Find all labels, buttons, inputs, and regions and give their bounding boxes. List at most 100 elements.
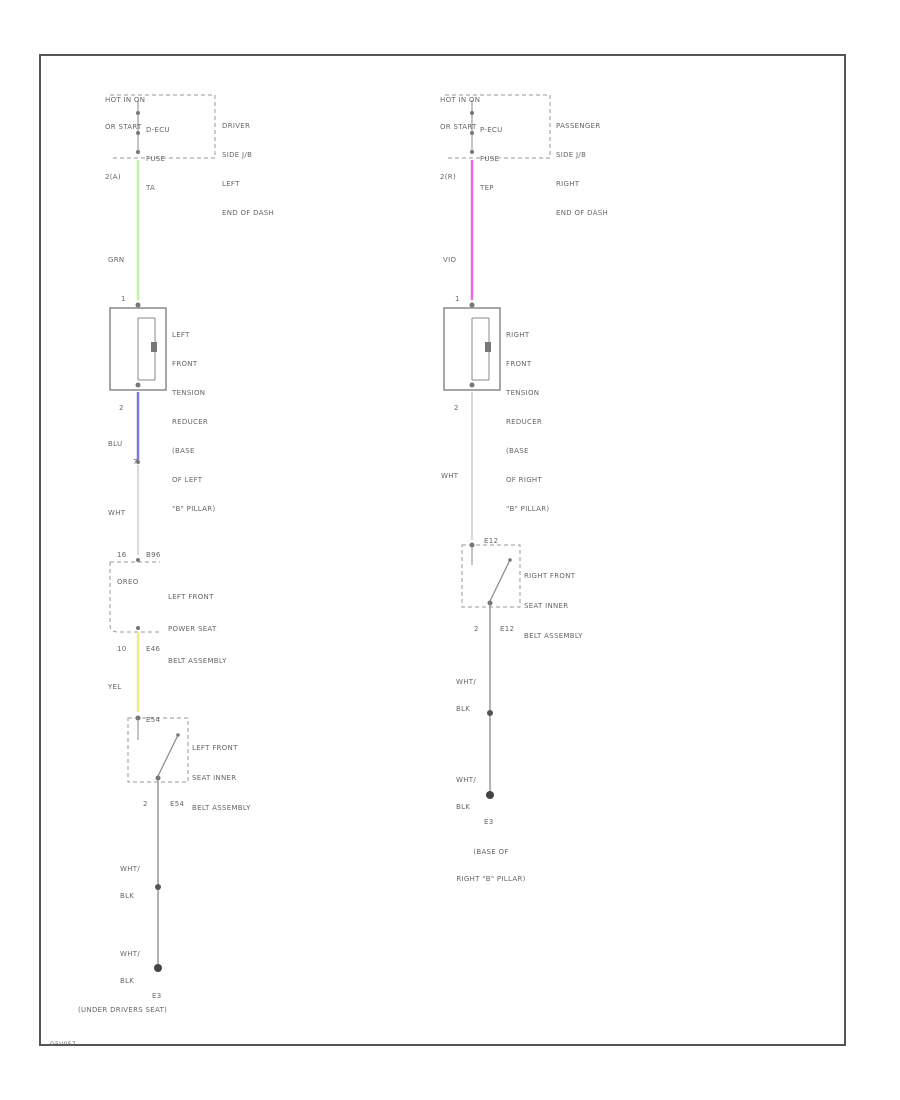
left-pin-top: 2(A): [105, 173, 121, 181]
right-whtblk2-l1: WHT/: [456, 776, 477, 784]
right-wire-whtblk-2-label: WHT/ BLK: [456, 758, 476, 821]
left-fuse-loc-4: END OF DASH: [222, 209, 275, 217]
left-power-line-2: OR START: [105, 123, 142, 131]
left-fuse-amp: TA: [146, 184, 156, 192]
right-fuse-loc-1: PASSENGER: [556, 122, 601, 130]
left-seat-l1: LEFT FRONT: [168, 593, 214, 601]
left-buckle-l3: BELT ASSEMBLY: [192, 804, 251, 812]
right-fuse-word: FUSE: [480, 155, 500, 163]
left-seat-l2: POWER SEAT: [168, 625, 217, 633]
right-fuse-location: PASSENGER SIDE J/B RIGHT END OF DASH: [556, 104, 608, 227]
left-seat-inner-belt: [127, 715, 189, 783]
right-fuse-loc-4: END OF DASH: [556, 209, 609, 217]
right-buckle-label: RIGHT FRONT SEAT INNER BELT ASSEMBLY: [524, 554, 583, 650]
left-power-seat-belt: [109, 558, 160, 633]
left-buckle-label: LEFT FRONT SEAT INNER BELT ASSEMBLY: [192, 726, 251, 822]
left-power-line-1: HOT IN ON: [105, 96, 146, 104]
left-seat-box: OREO: [117, 578, 139, 586]
left-wire-whtblk-1-label: WHT/ BLK: [120, 847, 140, 910]
left-ground-label: (UNDER DRIVERS SEAT): [78, 1006, 168, 1014]
left-fuse-block: [110, 94, 216, 159]
left-whtblk1-l2: BLK: [120, 892, 135, 900]
left-tension-reducer: [109, 302, 167, 391]
left-reducer-l7: "B" PILLAR): [172, 505, 216, 513]
right-power-line-2: OR START: [440, 123, 477, 131]
right-buckle-pin: 2: [474, 625, 479, 633]
right-buckle-conn: E12: [484, 537, 499, 545]
footer-code: G5V057: [50, 1041, 76, 1048]
right-pin-top: 2(R): [440, 173, 456, 181]
right-seat-inner-belt: [461, 542, 521, 608]
right-whtblk1-l2: BLK: [456, 705, 471, 713]
right-whtblk2-l2: BLK: [456, 803, 471, 811]
left-whtblk2-l1: WHT/: [120, 950, 141, 958]
left-wire-yel-label: YEL: [108, 683, 122, 691]
right-fuse-block: [445, 94, 551, 159]
left-fuse-labels: D-ECU FUSE TA: [146, 108, 170, 202]
right-reducer-label: RIGHT FRONT TENSION REDUCER (BASE OF RIG…: [506, 313, 549, 523]
right-reducer-l7: "B" PILLAR): [506, 505, 550, 513]
right-wire-wht-label: WHT: [441, 472, 459, 480]
left-power-source: HOT IN ON OR START: [105, 78, 145, 141]
left-fuse-loc-1: DRIVER: [222, 122, 251, 130]
left-fuse-loc-3: LEFT: [222, 180, 240, 188]
left-seat-label: LEFT FRONT POWER SEAT BELT ASSEMBLY: [168, 575, 227, 675]
right-ground-label: (BASE OF RIGHT "B" PILLAR): [436, 830, 546, 893]
right-reducer-l5: (BASE: [506, 447, 529, 455]
left-wire-blu-label: BLU: [108, 440, 123, 448]
left-seat-conn: B96: [146, 551, 161, 559]
left-buckle-l1: LEFT FRONT: [192, 744, 238, 752]
left-whtblk1-l1: WHT/: [120, 865, 141, 873]
left-seat-pin-b: 10: [117, 645, 127, 653]
right-fuse-labels: P-ECU FUSE TEP: [480, 108, 503, 202]
right-fuse-box-name: P-ECU: [480, 126, 503, 134]
right-whtblk1-l1: WHT/: [456, 678, 477, 686]
left-seat-pin-a: 16: [117, 551, 127, 559]
left-buckle-conn: E54: [146, 716, 161, 724]
left-buckle-l2: SEAT INNER: [192, 774, 237, 782]
right-power-line-1: HOT IN ON: [440, 96, 481, 104]
left-reducer-l6: OF LEFT: [172, 476, 203, 484]
right-wire-vio-label: VIO: [443, 256, 457, 264]
right-tension-reducer: [443, 302, 501, 391]
right-reducer-pin2: 2: [454, 404, 459, 412]
right-ground-l1: (BASE OF: [473, 848, 509, 856]
left-reducer-l5: (BASE: [172, 447, 195, 455]
right-fuse-loc-3: RIGHT: [556, 180, 580, 188]
right-reducer-l2: FRONT: [506, 360, 532, 368]
left-reducer-l2: FRONT: [172, 360, 198, 368]
left-reducer-l3: TENSION: [172, 389, 206, 397]
right-reducer-pin1: 1: [455, 295, 460, 303]
left-fuse-location: DRIVER SIDE J/B LEFT END OF DASH: [222, 104, 274, 227]
left-wire-wht-label: WHT: [108, 509, 126, 517]
left-splice-dot: [155, 884, 161, 890]
right-buckle-l3: BELT ASSEMBLY: [524, 632, 583, 640]
right-power-source: HOT IN ON OR START: [440, 78, 480, 141]
left-pin-mid: 7: [133, 458, 138, 466]
left-whtblk2-l2: BLK: [120, 977, 135, 985]
right-splice-dot: [487, 710, 493, 716]
diagram-frame: [39, 54, 846, 1046]
left-reducer-l4: REDUCER: [172, 418, 209, 426]
left-buckle-conn-b: E54: [170, 800, 185, 808]
left-wire-whtblk-2-label: WHT/ BLK: [120, 932, 140, 995]
right-wire-whtblk-1-label: WHT/ BLK: [456, 660, 476, 723]
left-ground-id: E3: [152, 992, 162, 1000]
left-fuse-loc-2: SIDE J/B: [222, 151, 253, 159]
right-buckle-l2: SEAT INNER: [524, 602, 569, 610]
left-reducer-pin1: 1: [121, 295, 126, 303]
left-fuse-box-name: D-ECU: [146, 126, 170, 134]
right-reducer-l4: REDUCER: [506, 418, 543, 426]
left-reducer-l1: LEFT: [172, 331, 190, 339]
right-ground-icon: [486, 791, 494, 799]
left-fuse-word: FUSE: [146, 155, 166, 163]
left-ground-icon: [154, 964, 162, 972]
left-reducer-pin2: 2: [119, 404, 124, 412]
right-reducer-l1: RIGHT: [506, 331, 530, 339]
right-ground-l2: RIGHT "B" PILLAR): [456, 875, 526, 883]
right-fuse-amp: TEP: [480, 184, 494, 192]
right-reducer-l6: OF RIGHT: [506, 476, 543, 484]
left-reducer-label: LEFT FRONT TENSION REDUCER (BASE OF LEFT…: [172, 313, 215, 523]
right-buckle-conn-b: E12: [500, 625, 515, 633]
